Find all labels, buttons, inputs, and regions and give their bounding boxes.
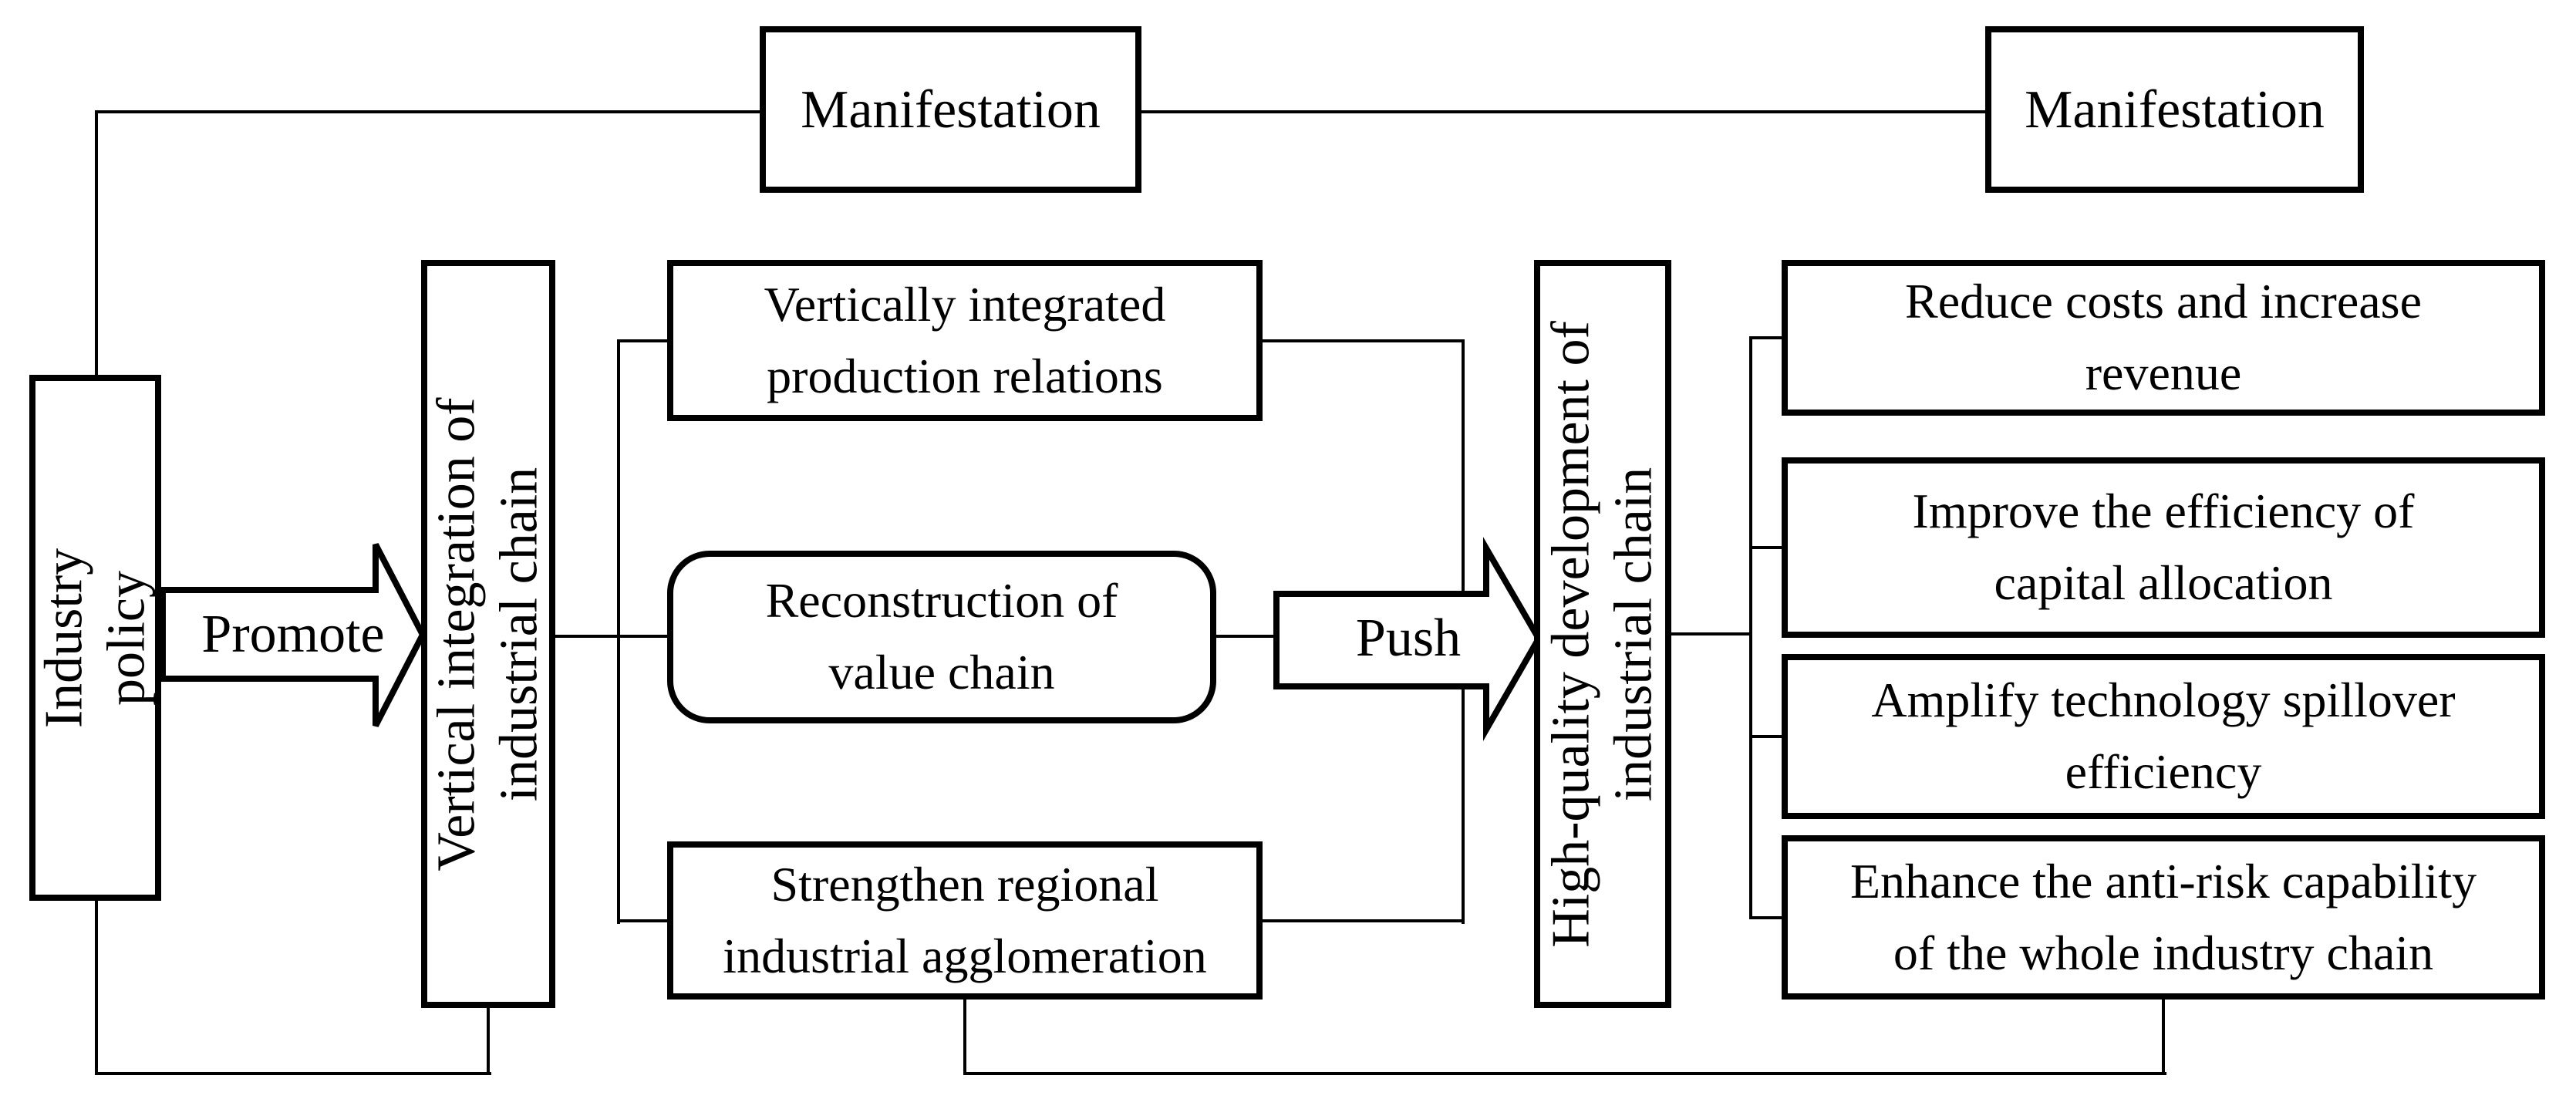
bracket-right-stub-technology-spillover [1749, 735, 1785, 738]
bracket-right-stub-capital-allocation [1749, 546, 1785, 549]
bracket-right-vertical [1749, 336, 1752, 919]
connector-bottomline-left [95, 1072, 491, 1075]
node-agglomeration: Strengthen regional industrial agglomera… [667, 841, 1263, 1000]
node-anti-risk-label: Enhance the anti-risk capability of the … [1849, 853, 2477, 980]
connector-vertical-integration-to-value-chain [552, 635, 670, 638]
node-manifestation-left: Manifestation [760, 26, 1141, 193]
node-reduce-costs-label: Reduce costs and increase revenue [1905, 274, 2422, 400]
push-arrow [1273, 537, 1543, 741]
node-reduce-costs: Reduce costs and increase revenue [1782, 260, 2545, 416]
node-value-chain: Reconstruction of value chain [667, 551, 1216, 723]
promote-text: Promote [201, 604, 385, 664]
node-high-quality-label: High-quality development of industrial c… [1541, 320, 1664, 948]
node-manifestation-left-label: Manifestation [801, 79, 1101, 140]
node-production-relations-label: Vertically integrated production relatio… [764, 276, 1166, 403]
bracket-middle-right-stub-top [1259, 339, 1465, 342]
connector-topline-right [1140, 110, 1988, 113]
bracket-right-stub-anti-risk [1749, 916, 1785, 919]
bracket-right-stub-reduce-costs [1749, 336, 1785, 339]
connector-agglomeration-to-bottomline [963, 996, 966, 1075]
push-arrow-label: Push [1273, 540, 1544, 737]
connector-industry-to-topline [95, 110, 98, 378]
promote-arrow [160, 543, 427, 727]
connector-topline-left [95, 110, 763, 113]
connector-bottomline-to-anti-risk [2162, 996, 2165, 1075]
connector-high-quality-to-bracket [1668, 632, 1752, 635]
promote-arrow-label: Promote [158, 536, 428, 733]
connector-value-chain-to-push [1213, 635, 1283, 638]
node-agglomeration-label: Strengthen regional industrial agglomera… [723, 856, 1207, 983]
connector-bottomline-right [963, 1072, 2166, 1075]
node-manifestation-right: Manifestation [1985, 26, 2364, 193]
node-anti-risk: Enhance the anti-risk capability of the … [1782, 835, 2545, 1000]
node-vertical-integration: Vertical integration of industrial chain [421, 260, 555, 1008]
node-capital-allocation-label: Improve the efficiency of capital alloca… [1912, 484, 2415, 610]
node-industry-policy-label: Industry policy [34, 548, 156, 728]
node-value-chain-label: Reconstruction of value chain [765, 573, 1118, 700]
connector-industry-to-bottomline [95, 898, 98, 1075]
node-manifestation-right-label: Manifestation [2025, 79, 2325, 140]
node-vertical-integration-label: Vertical integration of industrial chain [427, 396, 549, 871]
connector-bottomline-to-vertical-integration [487, 1005, 490, 1075]
node-high-quality: High-quality development of industrial c… [1534, 260, 1671, 1008]
push-text: Push [1355, 608, 1462, 668]
node-technology-spillover-label: Amplify technology spillover efficiency [1871, 673, 2456, 799]
node-industry-policy: Industry policy [29, 375, 161, 901]
bracket-left-stub-bottom [617, 919, 670, 922]
bracket-left-stub-top [617, 339, 670, 342]
bracket-middle-right-stub-bottom [1259, 919, 1465, 922]
node-production-relations: Vertically integrated production relatio… [667, 260, 1263, 421]
node-technology-spillover: Amplify technology spillover efficiency [1782, 654, 2545, 819]
bracket-left-vertical [617, 339, 620, 924]
node-capital-allocation: Improve the efficiency of capital alloca… [1782, 457, 2545, 638]
